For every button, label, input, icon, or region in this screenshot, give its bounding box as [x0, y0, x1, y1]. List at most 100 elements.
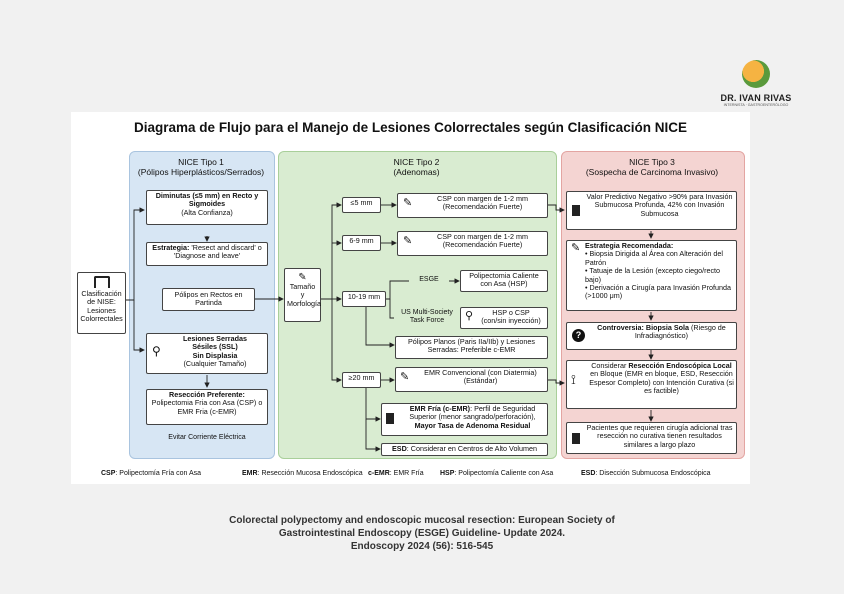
nice1-reseccion: Resección Preferente: Polipectomia Fria … — [146, 389, 268, 425]
snare-icon: ✎ — [403, 235, 413, 247]
caption-line-3: Endoscopy 2024 (56): 516-545 — [350, 541, 494, 552]
emr-fria-box: EMR Fría (c-EMR): Perfil de Seguridad Su… — [381, 403, 548, 436]
snare-icon: ✎ — [403, 197, 413, 209]
legend-hsp-abbr: HSP — [440, 470, 455, 477]
start-line-3: Lesiones — [87, 305, 116, 315]
legend-hsp: HSP: Polipectomía Caliente con Asa — [440, 470, 553, 477]
legend-cemr-abbr: c-EMR — [368, 470, 390, 477]
nice1-diminutas-title: Diminutas (≤5 mm) en Recto y Sigmoides — [155, 191, 259, 209]
legend-emr-abbr: EMR — [242, 470, 258, 477]
colon-icon — [93, 276, 110, 288]
nice1-estrategia: Estrategia: 'Resect and discard' o 'Diag… — [146, 242, 268, 266]
pen-icon: ✎ — [298, 272, 307, 283]
nice3-pacientes-text: Pacientes que requieren cirugía adiciona… — [586, 423, 733, 449]
hsp-line-2: con Asa (HSP) — [480, 279, 528, 289]
csp-box-1: ✎ CSP con margen de 1-2 mm (Recomendació… — [397, 193, 548, 218]
esd-text: : Considerar en Centros de Alto Volumen — [406, 444, 538, 453]
start-line-4: Colorrectales — [80, 314, 123, 324]
nice1-reseccion-text: Polipectomia Fria con Asa (CSP) o EMR Fr… — [151, 398, 263, 416]
legend-esd-text: : Disección Submucosa Endoscópica — [595, 470, 711, 477]
citation-caption: Colorectal polypectomy and endoscopic mu… — [150, 514, 694, 553]
emr-convencional-box: ✎ EMR Convencional (con Diatermia) (Está… — [395, 367, 548, 392]
csp2-line-2: (Recomendación Fuerte) — [442, 240, 523, 250]
hsp-box: Polipectomia Caliente con Asa (HSP) — [460, 270, 548, 292]
esge-label: ESGE — [409, 276, 449, 284]
endoscope-icon: ⟟ — [571, 372, 576, 387]
nice1-ssl-line-4: (Cualquier Tamaño) — [183, 359, 247, 369]
legend-emr: EMR: Resección Mucosa Endoscópica — [242, 470, 363, 477]
nice3-controversia-text: (Riesgo de Infradiagnóstico) — [634, 323, 726, 341]
nice2-header-subtitle: (Adenomas) — [393, 167, 440, 177]
nice1-ssl-line-1: Lesiones Serradas — [183, 334, 247, 343]
nice1-estrategia-label: Estrategia: — [152, 243, 190, 252]
nice3-estrategia-title: Estrategia Recomendada: — [585, 241, 674, 250]
logo-icon — [742, 60, 770, 88]
nice1-polipos-recto-text: Pólipos en Rectos en Partinda — [174, 290, 243, 308]
nice1-header-subtitle: (Pólipos Hiperplásticos/Serrados) — [137, 167, 265, 177]
legend-csp-text: : Polipectomía Fría con Asa — [115, 470, 202, 477]
nice1-evitar: Evitar Corriente Eléctrica — [168, 434, 246, 441]
nice3-considerar: ⟟ Considerar Resección Endoscópica Local… — [566, 360, 737, 409]
csp1-line-1: CSP con margen de 1-2 mm — [437, 194, 528, 203]
hsp-line-1: Polipectomia Caliente — [469, 271, 539, 280]
nice1-diminutas: Diminutas (≤5 mm) en Recto y Sigmoides (… — [146, 190, 268, 225]
nice3-bullet-2-text: Tatuaje de la Lesión (excepto ciego/rect… — [585, 266, 721, 284]
nice3-bullet-1: • Biopsia Dirigida al Área con Alteració… — [585, 249, 723, 267]
size-10-19: 10-19 mm — [342, 291, 386, 307]
nice1-reseccion-title: Resección Preferente: — [169, 390, 245, 399]
start-line-2: de NISE: — [87, 297, 116, 307]
nice1-header-title: NICE Tipo 1 — [178, 157, 224, 167]
document-icon — [386, 413, 394, 424]
nice1-ssl: ⚲ Lesiones Serradas Sésiles (SSL) Sin Di… — [146, 333, 268, 374]
emr-fria-text: : Perfil de Seguridad Superior (menor sa… — [409, 404, 536, 422]
logo-subtitle: INTERNISTA · GASTROENTERÓLOGO — [723, 103, 789, 107]
legend-hsp-text: : Polipectomía Caliente con Asa — [454, 470, 554, 477]
legend-csp-abbr: CSP — [101, 470, 116, 477]
nice1-diminutas-sub: (Alta Confianza) — [181, 207, 233, 217]
legend-emr-text: : Resección Mucosa Endoscópica — [257, 470, 363, 477]
nice1-ssl-line-2: Sésiles (SSL) — [192, 342, 238, 352]
emr-conv-line-1: EMR Convencional (con Diatermia) — [424, 368, 537, 377]
nice3-bullet-1-text: Biopsia Dirigida al Área con Alteración … — [585, 249, 723, 267]
diagram-title: Diagrama de Flujo para el Manejo de Lesi… — [134, 120, 687, 135]
hsp-csp-line-1: HSP o CSP — [492, 308, 530, 317]
nice1-ssl-line-3: Sin Displasia — [192, 350, 238, 360]
document-icon — [572, 205, 580, 216]
caption-line-2: Gastrointestinal Endoscopy (ESGE) Guidel… — [278, 528, 566, 539]
planos-box: Pólipos Planos (Paris IIa/IIb) y Lesione… — [395, 336, 548, 359]
nice3-considerar-label: Resección Endoscópica Local — [628, 361, 732, 370]
nice3-estrategia: ✎ Estrategia Recomendada: • Biopsia Diri… — [566, 240, 737, 311]
pen-icon: ✎ — [571, 242, 581, 254]
size-node-line-1: Tamaño y — [289, 282, 316, 300]
nice2-header-title: NICE Tipo 2 — [393, 157, 440, 167]
nice3-vpn: Valor Predictivo Negativo >90% para Inva… — [566, 191, 737, 230]
start-node: Clasificación de NISE: Lesiones Colorrec… — [77, 272, 126, 334]
magnifier-icon: ⚲ — [465, 310, 474, 322]
nice3-header-subtitle: (Sospecha de Carcinoma Invasivo) — [585, 167, 719, 177]
nice3-header-title: NICE Tipo 3 — [629, 157, 675, 167]
size-node-line-2: Morfología — [287, 298, 321, 308]
document-icon — [572, 433, 580, 444]
esd-label: ESD — [391, 444, 407, 453]
hsp-csp-box: ⚲ HSP o CSP (con/sin inyección) — [460, 307, 548, 329]
nice3-controversia-label: Controversia: Biopsia Sola — [597, 323, 690, 332]
nice3-considerar-text: en Bloque (EMR en bloque, ESD, Resección… — [589, 369, 734, 396]
emr-conv-line-2: (Estándar) — [463, 376, 498, 386]
nice3-pacientes: Pacientes que requieren cirugía adiciona… — [566, 422, 737, 454]
csp1-line-2: (Recomendación Fuerte) — [442, 202, 523, 212]
size-6-9: 6-9 mm — [342, 235, 381, 251]
us-task-force-label: US Multi-Society Task Force — [394, 309, 460, 325]
magnifier-icon: ⚲ — [152, 344, 161, 358]
csp2-line-1: CSP con margen de 1-2 mm — [437, 232, 528, 241]
question-icon: ? — [572, 329, 585, 342]
start-line-1: Clasificación — [81, 289, 122, 298]
nice3-bullet-2: • Tatuaje de la Lesión (excepto ciego/re… — [585, 266, 721, 284]
caption-line-1: Colorectal polypectomy and endoscopic mu… — [229, 515, 615, 526]
nice3-controversia: ? Controversia: Biopsia Sola (Riesgo de … — [566, 322, 737, 350]
legend-esd: ESD: Disección Submucosa Endoscópica — [581, 470, 711, 477]
nice3-considerar-prefix: Considerar — [591, 361, 629, 370]
nice1-estrategia-text: 'Resect and discard' o 'Diagnose and lea… — [173, 243, 262, 261]
nice1-polipos-recto: Pólipos en Rectos en Partinda — [162, 288, 255, 311]
snare-icon: ✎ — [400, 371, 410, 383]
hsp-csp-line-2: (con/sin inyección) — [481, 316, 541, 326]
